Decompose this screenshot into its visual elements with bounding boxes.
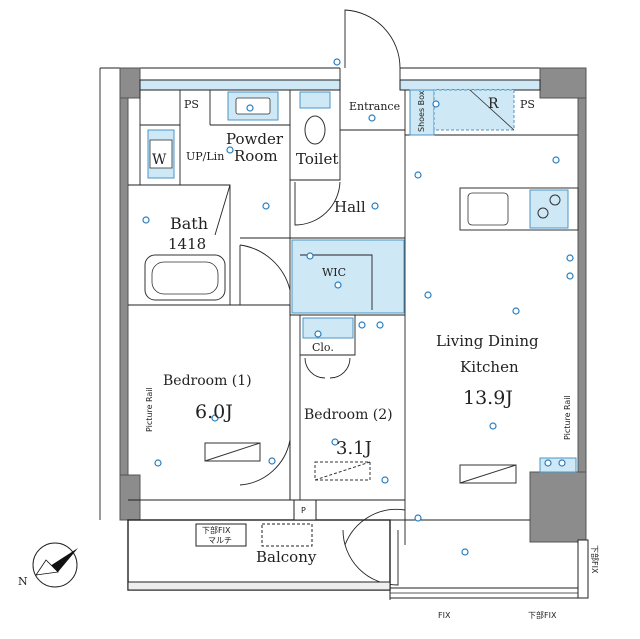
up-lin-label: UP/Lin: [186, 150, 224, 163]
ps-left-label: PS: [184, 98, 199, 111]
refrigerator-label: R: [488, 96, 499, 112]
wic-label: WIC: [322, 266, 346, 279]
picture-rail-right: Picture Rail: [563, 395, 572, 440]
bedroom1-label: Bedroom (1): [163, 373, 252, 389]
balcony-label: Balcony: [256, 548, 317, 566]
hall-label: Hall: [334, 198, 366, 216]
powder-room-label-2: Room: [234, 147, 278, 165]
wall-right: [577, 97, 587, 473]
bath-label: Bath: [170, 214, 208, 233]
column-top-right: [539, 67, 587, 99]
bedroom2-label: Bedroom (2): [304, 407, 393, 423]
lower-fix-bottom-label: 下部FIX: [528, 610, 557, 620]
column-bottom-right: [529, 471, 587, 543]
picture-rail-left: Picture Rail: [145, 387, 154, 432]
washer-label: W: [152, 152, 167, 168]
ldk-label-2: Kitchen: [460, 358, 519, 376]
ldk-label-1: Living Dining: [436, 332, 539, 350]
bath-size-label: 1418: [168, 235, 206, 253]
compass: N: [18, 542, 78, 588]
wall-left: [119, 97, 129, 476]
bedroom2-size: 3.1J: [336, 438, 372, 459]
compass-label: N: [18, 575, 28, 588]
column-top-left: [119, 67, 141, 99]
ldk-size: 13.9J: [463, 387, 513, 409]
entrance-label: Entrance: [349, 100, 400, 113]
lower-fix-side-label: 下部FIX: [590, 545, 600, 574]
bedroom1-size: 6.0J: [195, 401, 233, 423]
p-box-label: P: [301, 506, 306, 515]
shoes-box-label: Shoes Box: [417, 90, 426, 132]
lower-fix-multi-2: マルチ: [208, 536, 232, 545]
lower-fix-multi-1: 下部FIX: [202, 525, 231, 535]
ps-right-label: PS: [520, 98, 535, 111]
entrance-door: [344, 9, 401, 69]
column-bottom-left: [119, 474, 141, 521]
toilet-label: Toilet: [296, 150, 338, 168]
powder-room-label-1: Powder: [226, 130, 284, 148]
closet-label: Clo.: [312, 341, 334, 354]
fix-bottom-label: FIX: [438, 611, 451, 620]
